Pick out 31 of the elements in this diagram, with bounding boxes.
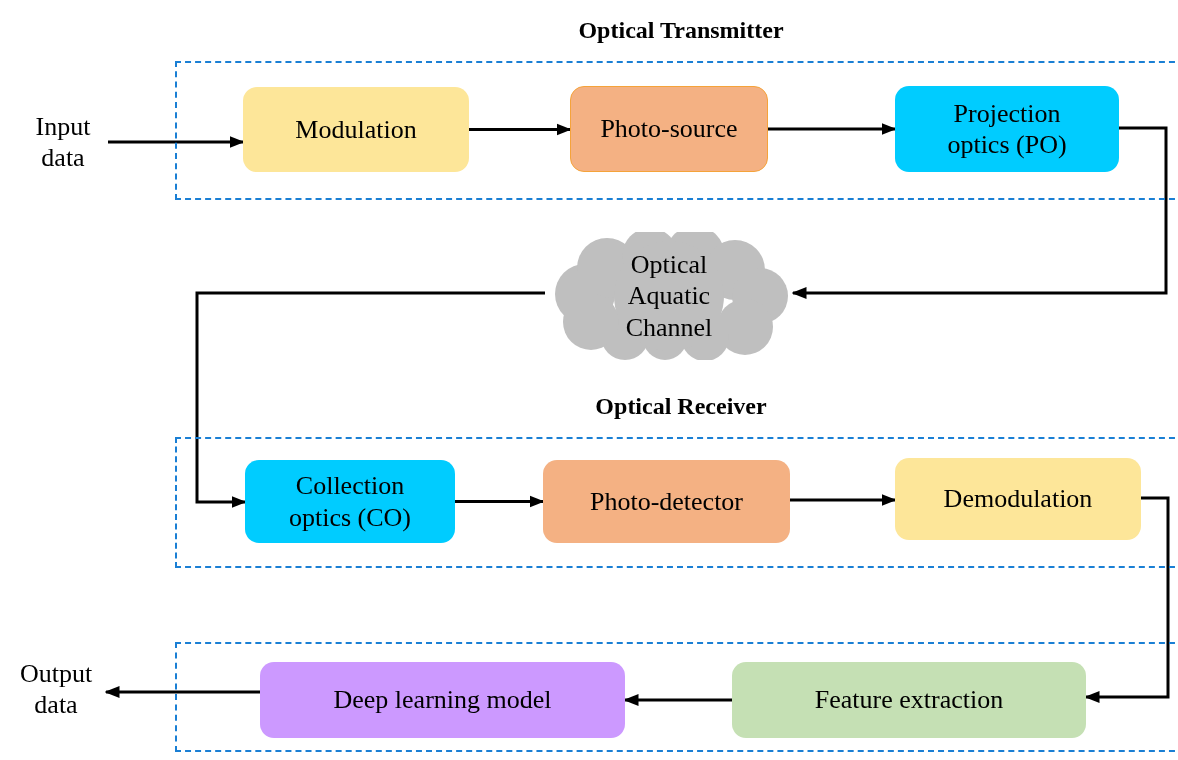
- group-heading: Optical Transmitter: [578, 17, 784, 44]
- box-label: Photo-source: [600, 113, 738, 145]
- box-label: Demodulation: [943, 483, 1093, 515]
- box-label: Photo-detector: [589, 485, 744, 518]
- box-label: Projection optics (PO): [946, 97, 1068, 161]
- cloud-label: Optical Aquatic Channel: [624, 249, 714, 343]
- terminal-label: Output data: [18, 657, 94, 721]
- arrow: [108, 136, 245, 148]
- terminal-label: Input data: [34, 110, 92, 174]
- arrow: [791, 126, 1168, 299]
- arrow: [768, 123, 897, 135]
- process-box: [895, 86, 1119, 172]
- box-label: Modulation: [295, 113, 417, 146]
- arrow: [790, 494, 897, 506]
- group-heading: Optical Receiver: [595, 393, 767, 420]
- process-box: [732, 662, 1086, 738]
- process-box: [570, 86, 768, 172]
- arrow: [469, 123, 572, 136]
- process-box: [243, 87, 469, 172]
- process-box: [543, 460, 790, 543]
- process-box: [895, 458, 1141, 540]
- box-label: Feature extraction: [814, 684, 1004, 716]
- arrow: [455, 495, 545, 508]
- box-label: Collection optics (CO): [287, 470, 412, 533]
- box-label: Deep learning model: [333, 684, 552, 716]
- arrow: [195, 291, 545, 508]
- process-box: [245, 460, 455, 543]
- arrow: [104, 686, 260, 698]
- arrow: [1084, 496, 1170, 703]
- process-box: [260, 662, 625, 738]
- arrow: [623, 694, 732, 706]
